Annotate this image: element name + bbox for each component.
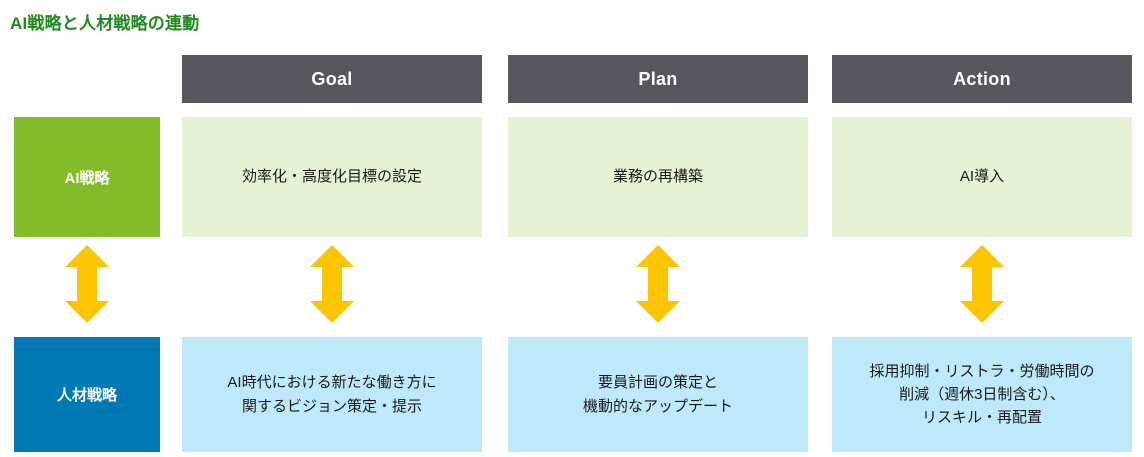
double-arrow-icon-plan bbox=[636, 245, 680, 323]
row-label-talent-strategy: 人材戦略 bbox=[14, 337, 160, 452]
column-header-goal: Goal bbox=[182, 55, 482, 103]
cell-ai-strategy-action: AI導入 bbox=[832, 117, 1132, 237]
double-arrow-icon-row-labels bbox=[65, 245, 109, 323]
double-arrow-icon-action bbox=[960, 245, 1004, 323]
cell-talent-strategy-goal: AI時代における新たな働き方に 関するビジョン策定・提示 bbox=[182, 337, 482, 452]
cell-talent-strategy-plan: 要員計画の策定と 機動的なアップデート bbox=[508, 337, 808, 452]
column-header-action: Action bbox=[832, 55, 1132, 103]
row-label-ai-strategy: AI戦略 bbox=[14, 117, 160, 237]
column-header-plan: Plan bbox=[508, 55, 808, 103]
double-arrow-icon-goal bbox=[310, 245, 354, 323]
cell-ai-strategy-plan: 業務の再構築 bbox=[508, 117, 808, 237]
slide-title: AI戦略と人材戦略の連動 bbox=[10, 14, 200, 33]
cell-talent-strategy-action: 採用抑制・リストラ・労働時間の 削減（週休3日制含む）、 リスキル・再配置 bbox=[832, 337, 1132, 452]
cell-ai-strategy-goal: 効率化・高度化目標の設定 bbox=[182, 117, 482, 237]
